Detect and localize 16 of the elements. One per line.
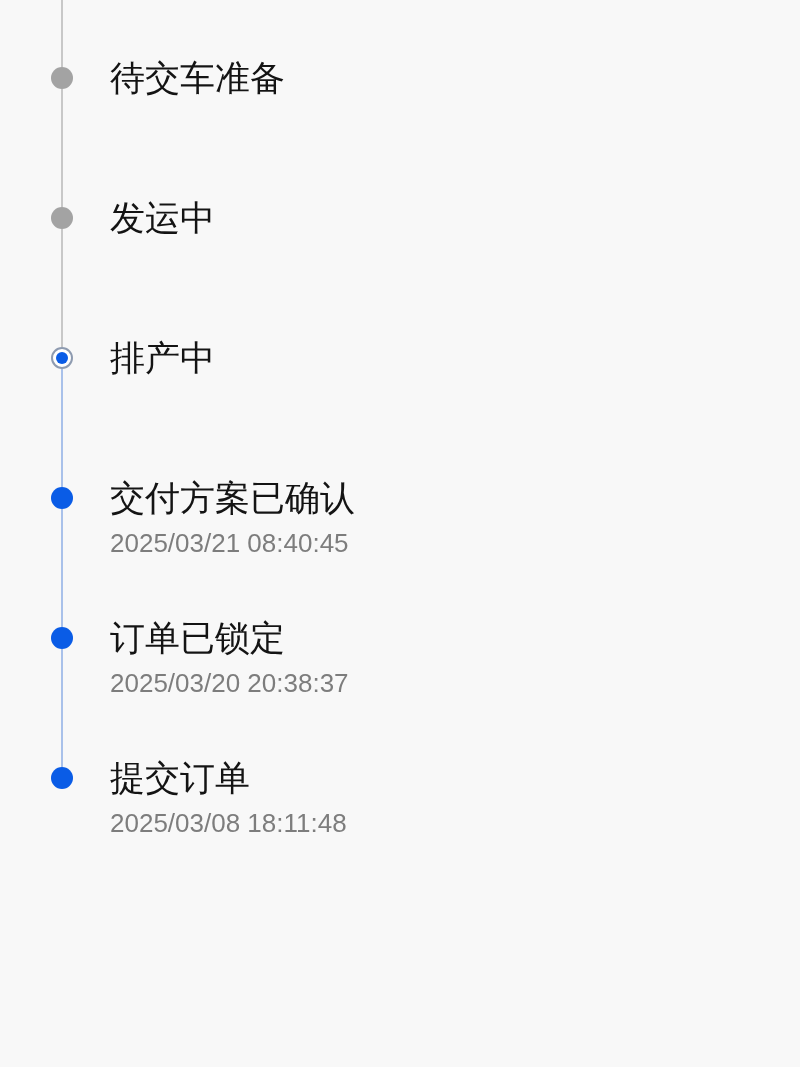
- step-title: 排产中: [110, 337, 215, 379]
- timeline-line: [61, 508, 63, 628]
- timestamp: 2025/03/20 20:38:37: [110, 667, 349, 699]
- timeline-line: [61, 648, 63, 768]
- step-title: 待交车准备: [110, 57, 285, 99]
- timestamp: 2025/03/21 08:40:45: [110, 527, 349, 559]
- timeline-line: [61, 88, 63, 208]
- step-title: 订单已锁定: [110, 617, 285, 659]
- timeline-line: [61, 228, 63, 348]
- step-title: 发运中: [110, 197, 215, 239]
- step-title: 交付方案已确认: [110, 477, 355, 519]
- current-step-ring-icon: [51, 347, 73, 369]
- timestamp: 2025/03/08 18:11:48: [110, 807, 347, 839]
- step-title: 提交订单: [110, 757, 250, 799]
- timeline-line: [61, 368, 63, 488]
- timeline-line: [61, 0, 63, 68]
